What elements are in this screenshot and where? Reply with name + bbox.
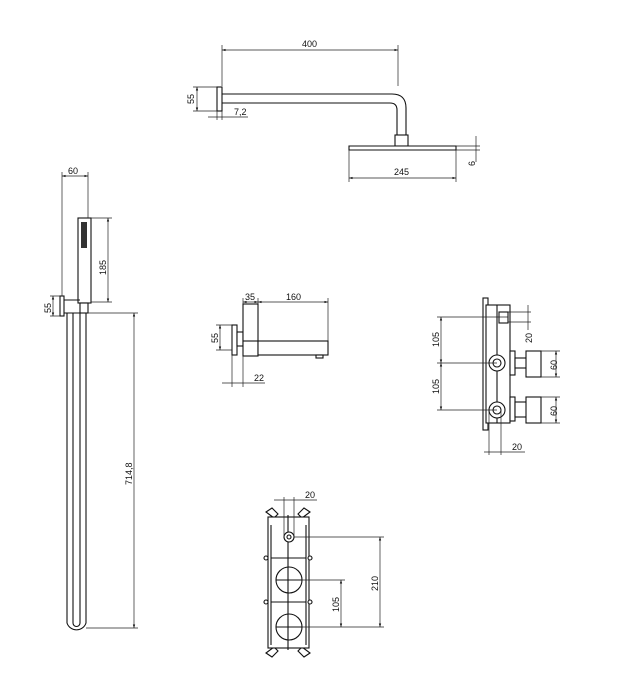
dim-245: 245 — [394, 167, 409, 177]
dim-60-handle-1: 60 — [549, 360, 559, 370]
dim-7-2: 7,2 — [234, 107, 247, 117]
dim-105-side-top: 105 — [431, 332, 441, 347]
dim-55-head: 55 — [186, 94, 196, 104]
hand-shower-drawing: 60 185 55 714,8 — [43, 166, 138, 631]
spout-wall-plate — [231, 324, 238, 356]
shower-head — [348, 145, 457, 151]
dim-105-front: 105 — [331, 597, 341, 612]
mixer-front-drawing: 20 210 105 — [263, 490, 384, 658]
dim-60-handle-2: 60 — [549, 406, 559, 416]
spout-body — [242, 303, 259, 357]
dim-20-front: 20 — [305, 490, 315, 500]
spout — [257, 340, 329, 356]
dim-55-spout: 55 — [210, 333, 220, 343]
dim-210: 210 — [370, 576, 380, 591]
dim-60-hand: 60 — [68, 166, 78, 176]
handset-spray-face — [81, 222, 87, 248]
dim-400: 400 — [302, 39, 317, 49]
spout-drawing: 35 160 55 22 — [210, 292, 329, 387]
shower-arm — [222, 93, 407, 136]
wall-plate — [216, 86, 223, 112]
dim-20-side-bottom: 20 — [512, 442, 522, 452]
dim-22: 22 — [254, 373, 264, 383]
dim-20-side-top: 20 — [524, 333, 534, 343]
handle-2 — [525, 396, 542, 424]
dim-6: 6 — [467, 161, 477, 166]
dim-55-hand: 55 — [43, 303, 53, 313]
wall-bracket — [59, 295, 65, 317]
head-shower-drawing: 400 55 7,2 245 6 — [186, 39, 480, 182]
handle-1 — [525, 350, 542, 378]
dim-35: 35 — [245, 292, 255, 302]
dim-160: 160 — [286, 292, 301, 302]
arm-nut — [394, 134, 409, 147]
mixer-side-drawing: 105 105 20 60 60 20 — [431, 297, 560, 455]
hose — [64, 299, 87, 631]
dim-714-8: 714,8 — [124, 462, 134, 485]
dim-105-side-bottom: 105 — [431, 379, 441, 394]
dim-185: 185 — [98, 260, 108, 275]
